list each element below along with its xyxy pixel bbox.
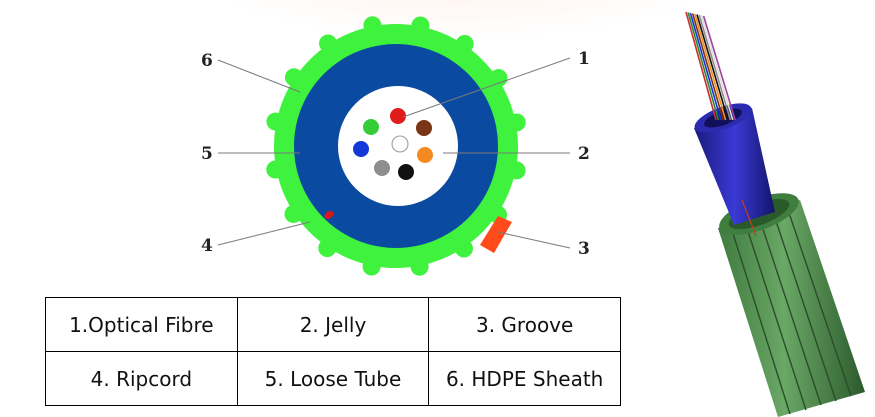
callout-number-6: 6 <box>201 51 213 71</box>
cable-3d-illustration <box>685 11 865 417</box>
fibre-strand <box>700 15 734 121</box>
legend-row: 1.Optical Fibre 2. Jelly 3. Groove <box>45 297 621 352</box>
legend-cell-loose-tube: 5. Loose Tube <box>236 351 430 406</box>
optical-fibre <box>374 160 390 176</box>
legend-cell-optical-fibre: 1.Optical Fibre <box>45 297 238 352</box>
ripcord-3d <box>741 199 757 237</box>
cable-cross-section-diagram: 6 5 4 1 2 3 <box>201 16 590 276</box>
optical-fibre <box>390 108 406 124</box>
legend-cell-ripcord: 4. Ripcord <box>45 351 238 406</box>
legend-cell-groove: 3. Groove <box>428 297 621 352</box>
groove <box>480 216 512 253</box>
callout-number-5: 5 <box>201 144 213 164</box>
callout-number-1: 1 <box>578 49 590 69</box>
optical-fibre <box>416 120 432 136</box>
callout-number-3: 3 <box>578 239 590 259</box>
fibre-strand <box>694 13 727 121</box>
callout-number-4: 4 <box>201 236 213 256</box>
legend-cell-hdpe-sheath: 6. HDPE Sheath <box>428 351 621 406</box>
legend-cell-jelly: 2. Jelly <box>236 297 430 352</box>
leader-line-6 <box>217 59 301 93</box>
optical-fibre <box>398 164 414 180</box>
fibre-strand <box>696 14 729 121</box>
optical-fibre <box>417 147 433 163</box>
loose-tube-3d <box>694 108 775 225</box>
optical-fibre <box>353 141 369 157</box>
ripcord <box>324 210 334 220</box>
sheath-ribs <box>729 203 852 415</box>
fibre-strand <box>685 11 717 121</box>
leader-line-3 <box>497 231 571 249</box>
fibre-strand <box>702 15 736 121</box>
legend-row: 4. Ripcord 5. Loose Tube 6. HDPE Sheath <box>45 351 621 406</box>
optical-fibre <box>363 119 379 135</box>
component-legend-table: 1.Optical Fibre 2. Jelly 3. Groove 4. Ri… <box>45 297 621 406</box>
fibre-strand <box>691 13 724 121</box>
fibre-strand <box>687 12 720 121</box>
leader-line-4 <box>217 221 311 246</box>
background-watermark <box>180 0 740 40</box>
fibre-bundle-3d <box>685 11 736 121</box>
fibre-strand <box>689 12 722 121</box>
callout-number-2: 2 <box>578 144 590 164</box>
optical-fibres <box>353 108 433 180</box>
optical-fibre <box>391 135 409 153</box>
leader-line-1 <box>402 57 571 118</box>
fibre-strand <box>698 14 732 121</box>
